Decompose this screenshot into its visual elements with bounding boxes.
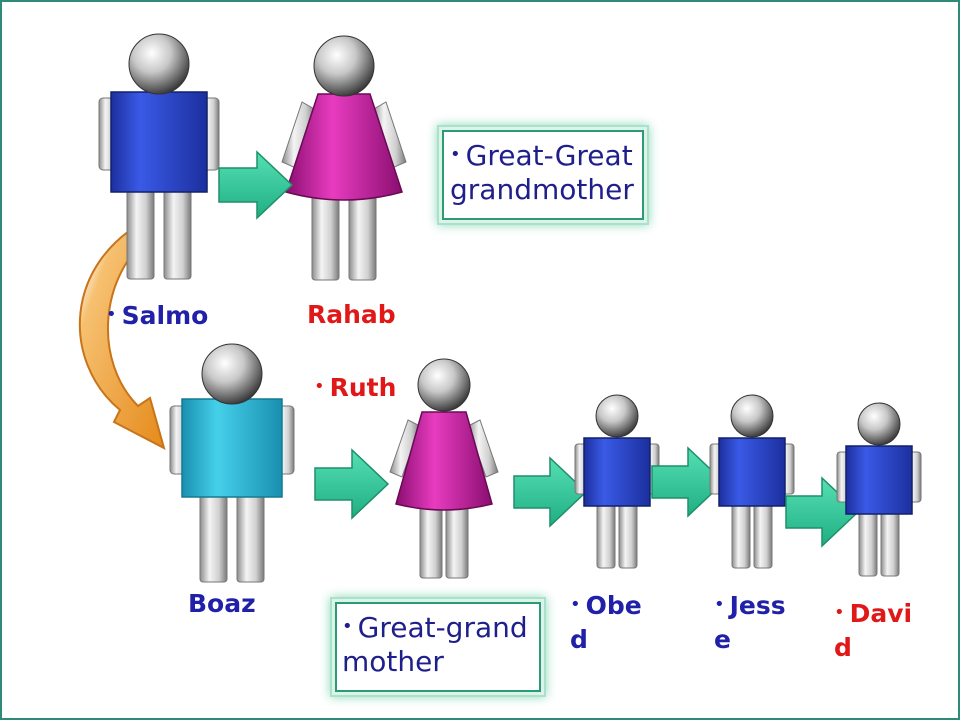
name-label-boaz: Boaz <box>188 589 256 618</box>
bullet: • <box>106 304 117 325</box>
figure-boaz <box>169 343 295 583</box>
figure-salmo <box>98 33 220 280</box>
bullet: • <box>450 144 461 165</box>
arrow-icon <box>651 446 726 518</box>
bullet: • <box>342 616 353 637</box>
callout-text-rahab: •Great-Great grandmother <box>450 139 634 206</box>
bullet: • <box>314 376 325 397</box>
figure-jesse <box>709 394 795 569</box>
name-label-david: •David <box>834 599 913 662</box>
figure-obed <box>574 394 660 569</box>
bullet: • <box>570 594 581 615</box>
callout-box-ruth <box>335 602 541 692</box>
curved-arrow-icon <box>78 215 166 450</box>
name-label-jesse: •Jesse <box>714 591 786 654</box>
name-label-obed: •Obed <box>570 591 642 654</box>
figure-ruth <box>389 358 499 579</box>
name-label-ruth: •Ruth <box>314 373 397 402</box>
bullet: • <box>834 602 845 623</box>
arrow-icon <box>314 448 390 520</box>
name-label-rahab: Rahab <box>307 300 396 329</box>
name-label-salmo: •Salmo <box>106 301 209 330</box>
arrow-icon <box>218 150 294 220</box>
callout-text-ruth: •Great-grandmother <box>342 611 528 678</box>
arrow-icon <box>513 456 588 528</box>
bullet: • <box>714 594 725 615</box>
figure-rahab <box>281 35 407 281</box>
figure-david <box>836 402 922 577</box>
callout-box-rahab <box>442 130 644 220</box>
